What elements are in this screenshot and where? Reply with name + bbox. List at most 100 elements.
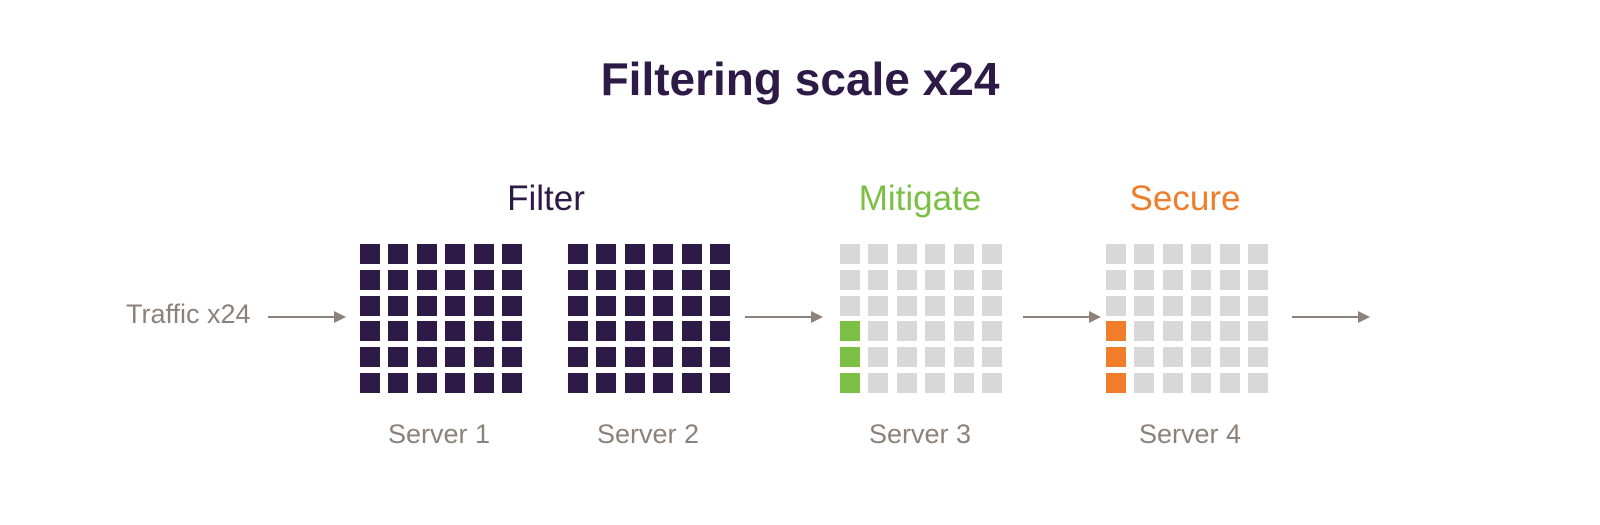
active-cell <box>709 269 730 290</box>
active-cell <box>501 295 522 316</box>
server-2-label: Server 2 <box>596 419 700 449</box>
inactive-cell <box>1134 321 1155 342</box>
active-cell <box>653 295 674 316</box>
active-cell <box>501 269 522 290</box>
active-cell <box>624 321 645 342</box>
inactive-cell <box>840 295 860 316</box>
inactive-cell <box>1134 295 1155 316</box>
active-cell <box>473 347 494 368</box>
active-cell <box>568 269 588 290</box>
active-cell <box>568 372 588 393</box>
active-cell <box>1106 347 1126 368</box>
inactive-cell <box>868 244 889 264</box>
inactive-cell <box>1247 244 1268 264</box>
active-cell <box>416 321 437 342</box>
active-cell <box>473 295 494 316</box>
active-cell <box>501 321 522 342</box>
active-cell <box>360 244 380 264</box>
active-cell <box>840 372 860 393</box>
inactive-cell <box>896 372 917 393</box>
inactive-cell <box>1191 295 1212 316</box>
inactive-cell <box>1162 372 1183 393</box>
inactive-cell <box>896 269 917 290</box>
active-cell <box>388 269 409 290</box>
active-cell <box>653 321 674 342</box>
active-cell <box>388 321 409 342</box>
active-cell <box>624 295 645 316</box>
inactive-cell <box>1162 321 1183 342</box>
server-3-label: Server 3 <box>868 419 972 449</box>
active-cell <box>596 372 617 393</box>
active-cell <box>709 295 730 316</box>
inactive-cell <box>925 269 946 290</box>
inactive-cell <box>1106 269 1126 290</box>
server-4-grid <box>1106 244 1268 393</box>
inactive-cell <box>1247 347 1268 368</box>
active-cell <box>596 295 617 316</box>
stage-label-secure: Secure <box>1129 179 1241 218</box>
inactive-cell <box>953 347 974 368</box>
active-cell <box>388 347 409 368</box>
arrow-icon <box>268 311 346 323</box>
active-cell <box>473 372 494 393</box>
inactive-cell <box>925 321 946 342</box>
inactive-cell <box>896 321 917 342</box>
inactive-cell <box>1219 347 1240 368</box>
active-cell <box>653 347 674 368</box>
active-cell <box>596 321 617 342</box>
inactive-cell <box>840 269 860 290</box>
active-cell <box>653 244 674 264</box>
arrow-icon <box>745 311 823 323</box>
inactive-cell <box>1191 321 1212 342</box>
active-cell <box>1106 321 1126 342</box>
inactive-cell <box>953 244 974 264</box>
active-cell <box>501 372 522 393</box>
active-cell <box>388 295 409 316</box>
inactive-cell <box>1134 372 1155 393</box>
inactive-cell <box>1106 295 1126 316</box>
inactive-cell <box>1134 347 1155 368</box>
active-cell <box>445 372 466 393</box>
server-3-grid <box>840 244 1002 393</box>
active-cell <box>709 347 730 368</box>
active-cell <box>596 347 617 368</box>
inactive-cell <box>1247 295 1268 316</box>
active-cell <box>388 372 409 393</box>
inactive-cell <box>1247 321 1268 342</box>
active-cell <box>360 321 380 342</box>
inactive-cell <box>981 321 1002 342</box>
active-cell <box>568 347 588 368</box>
inactive-cell <box>868 321 889 342</box>
active-cell <box>416 347 437 368</box>
inactive-cell <box>953 269 974 290</box>
inactive-cell <box>925 244 946 264</box>
inactive-cell <box>868 372 889 393</box>
inactive-cell <box>868 269 889 290</box>
active-cell <box>445 244 466 264</box>
active-cell <box>653 372 674 393</box>
inactive-cell <box>1162 347 1183 368</box>
inactive-cell <box>1247 372 1268 393</box>
inactive-cell <box>1219 269 1240 290</box>
inactive-cell <box>1162 269 1183 290</box>
active-cell <box>416 372 437 393</box>
inactive-cell <box>981 244 1002 264</box>
active-cell <box>681 269 702 290</box>
active-cell <box>360 347 380 368</box>
inactive-cell <box>925 295 946 316</box>
active-cell <box>445 347 466 368</box>
active-cell <box>416 295 437 316</box>
inactive-cell <box>925 372 946 393</box>
stage-label-filter: Filter <box>507 179 585 218</box>
server-4-label: Server 4 <box>1138 419 1242 449</box>
inactive-cell <box>896 347 917 368</box>
active-cell <box>445 269 466 290</box>
active-cell <box>501 347 522 368</box>
arrow-icon <box>1292 311 1370 323</box>
inactive-cell <box>1162 244 1183 264</box>
active-cell <box>360 269 380 290</box>
inactive-cell <box>1162 295 1183 316</box>
active-cell <box>416 244 437 264</box>
traffic-label: Traffic x24 <box>126 299 251 329</box>
inactive-cell <box>1191 269 1212 290</box>
